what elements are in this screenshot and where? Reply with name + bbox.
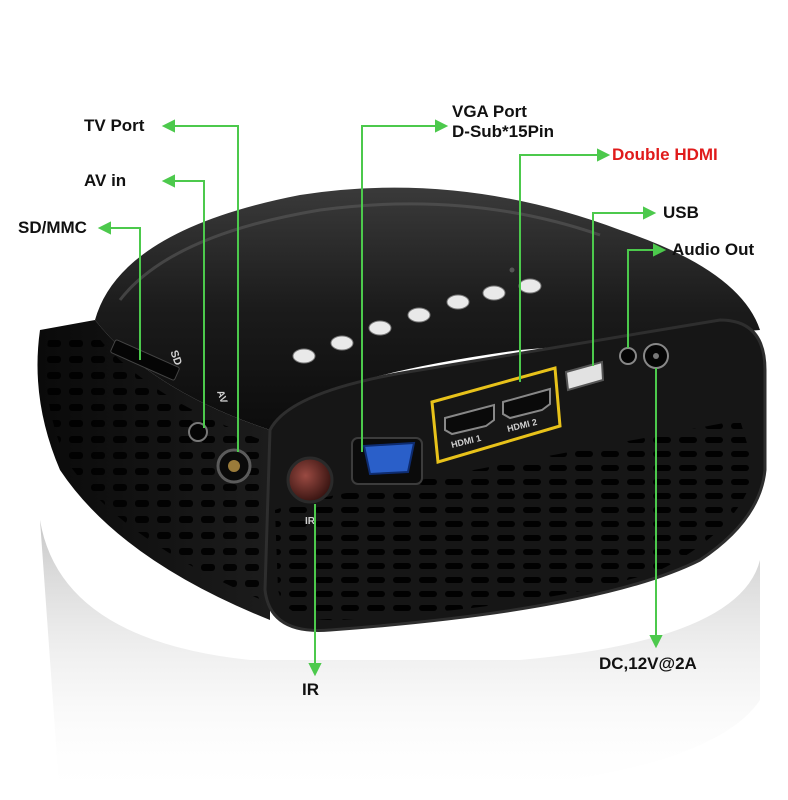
- ir-marking: IR: [305, 516, 316, 527]
- control-button[interactable]: [292, 348, 316, 364]
- av-in-jack[interactable]: [188, 422, 208, 442]
- av-in-label: AV in: [84, 171, 127, 190]
- ir-receiver: [286, 456, 334, 504]
- tv-port-inner: [228, 460, 240, 472]
- double-hdmi-label: Double HDMI: [612, 145, 718, 164]
- hdmi-callout-line: [519, 154, 602, 382]
- av-marking: AV: [214, 389, 229, 405]
- sd-mmc-callout-line: [106, 227, 141, 360]
- hdmi-2-port[interactable]: [502, 387, 551, 420]
- ir-label: IR: [302, 680, 319, 699]
- ir-arrowhead: [308, 663, 322, 677]
- audio-out-label: Audio Out: [672, 240, 755, 259]
- power-led: [509, 267, 515, 273]
- av-in-arrowhead: [161, 174, 175, 188]
- dc-power-pin: [653, 353, 659, 359]
- control-button[interactable]: [407, 307, 431, 323]
- sd-card-slot[interactable]: [110, 339, 180, 381]
- av-in-callout-line: [170, 180, 205, 428]
- sd-mmc-arrowhead: [97, 221, 111, 235]
- tv-port-label: TV Port: [84, 116, 145, 135]
- sd-mmc-label: SD/MMC: [18, 218, 87, 237]
- vga-port[interactable]: [362, 441, 416, 476]
- usb-arrowhead: [643, 206, 657, 220]
- sd-marking: SD: [167, 349, 184, 368]
- callout-lines: [97, 119, 667, 677]
- usb-port[interactable]: [564, 360, 605, 392]
- vga-port-spec-label: D-Sub*15Pin: [452, 122, 555, 141]
- hdmi-highlight-frame: [430, 366, 562, 464]
- tv-port-arrowhead: [161, 119, 175, 133]
- tv-port-callout-line: [168, 125, 239, 452]
- vga-port-label: VGA Port: [452, 102, 527, 121]
- audio-out-jack[interactable]: [619, 347, 637, 365]
- back-ports: IR HDMI 1 HDMI 2: [286, 343, 669, 527]
- control-button[interactable]: [368, 320, 392, 336]
- control-button[interactable]: [330, 335, 354, 351]
- usb-label: USB: [663, 203, 699, 222]
- vga-callout-line: [361, 125, 440, 452]
- control-button[interactable]: [482, 285, 506, 301]
- control-buttons: [292, 267, 542, 364]
- control-button[interactable]: [446, 294, 470, 310]
- hdmi-arrowhead: [597, 148, 611, 162]
- dc-power-label: DC,12V@2A: [599, 654, 697, 673]
- audio-out-callout-line: [627, 249, 658, 348]
- hdmi-1-port[interactable]: [444, 403, 495, 436]
- dc-arrowhead: [649, 635, 663, 649]
- device-reflection: [40, 520, 760, 800]
- vga-arrowhead: [435, 119, 449, 133]
- side-ports: SD AV: [110, 339, 252, 484]
- usb-callout-line: [592, 212, 648, 366]
- audio-out-arrowhead: [653, 243, 667, 257]
- control-button[interactable]: [518, 278, 542, 294]
